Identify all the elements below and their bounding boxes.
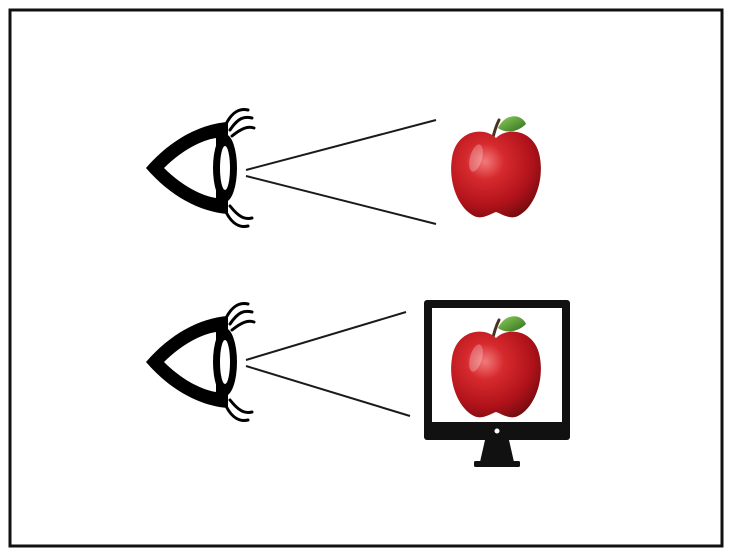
- figure-frame: [10, 10, 722, 546]
